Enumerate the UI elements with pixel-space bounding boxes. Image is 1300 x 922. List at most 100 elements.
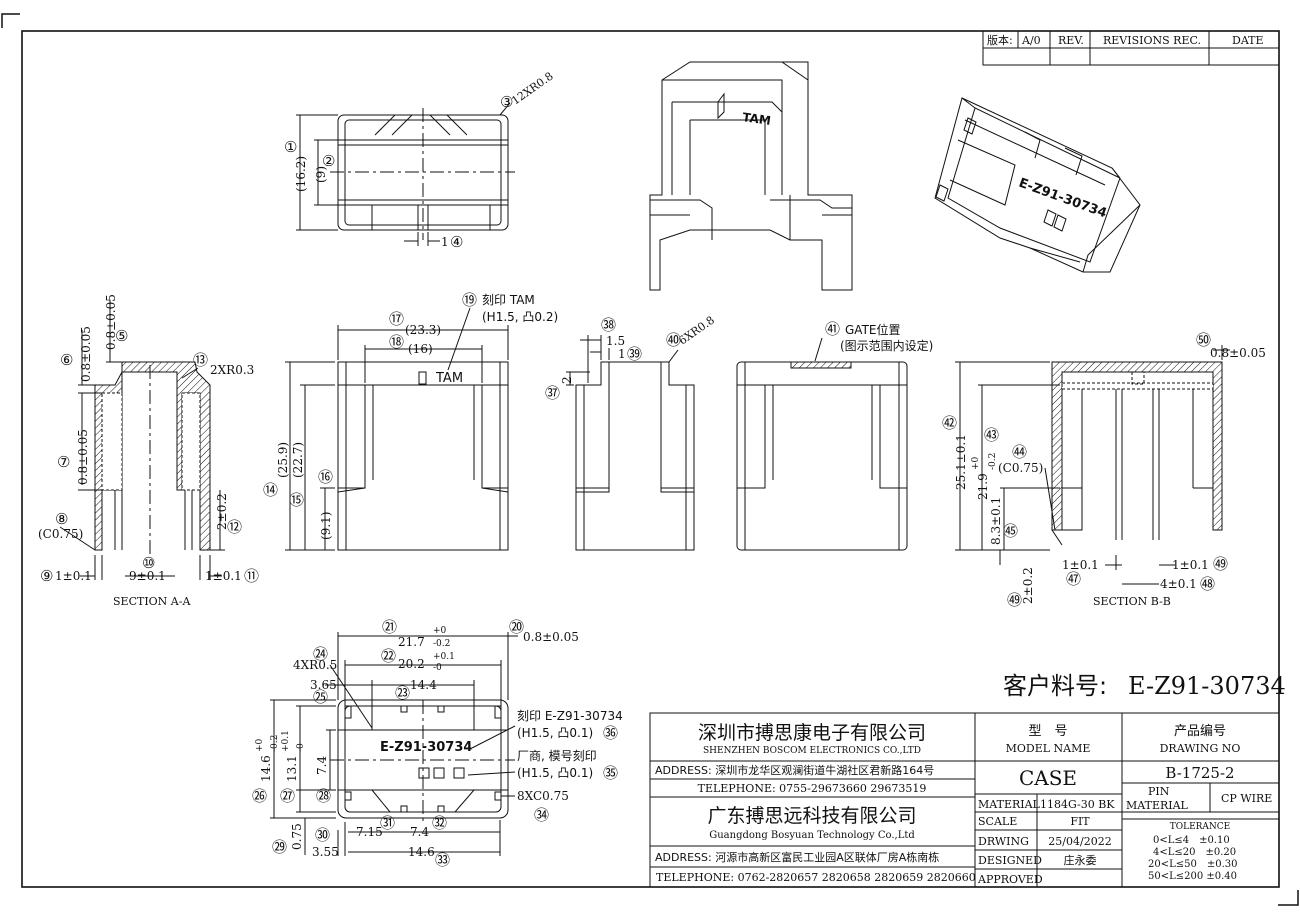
dim-43-tol-dn: -0.2 bbox=[988, 453, 998, 470]
callout-41: ㊶ bbox=[825, 320, 840, 338]
telephone-2: TELEPHONE: 0762-2820657 2820658 2820659 … bbox=[656, 871, 976, 884]
dim-42-value: 25.1±0.1 bbox=[954, 434, 968, 490]
dim-26-tol-up: +0 bbox=[255, 738, 265, 752]
dim-48-value: 4±0.1 bbox=[1160, 577, 1197, 591]
callout-11: ⑪ bbox=[244, 567, 259, 585]
dim-15-value: (22.7) bbox=[291, 442, 305, 478]
customer-part-value: E-Z91-30734 bbox=[1128, 672, 1286, 700]
gate-line1: GATE位置 bbox=[845, 322, 901, 337]
dim-27-tol-dn: -0 bbox=[296, 743, 306, 752]
dim-26-tol-dn: -0.2 bbox=[270, 735, 280, 752]
callout-1: ① bbox=[284, 138, 297, 156]
callout-42: ㊷ bbox=[942, 414, 957, 432]
dim-2-value: (9) bbox=[314, 166, 328, 183]
dim-7-value: 0.8±0.05 bbox=[76, 429, 90, 485]
title-block-grid bbox=[649, 712, 1280, 888]
callout-36: ㊱ bbox=[603, 724, 618, 742]
pin-material-label-1: PIN bbox=[1148, 785, 1170, 798]
dim-40-value: 6XR0.8 bbox=[676, 314, 717, 348]
dim-22-value: 20.2 bbox=[398, 657, 425, 671]
callout-7: ⑦ bbox=[57, 453, 70, 471]
dim-49-value: 1±0.1 bbox=[1172, 558, 1209, 572]
dim-43-tol-up: +0 bbox=[971, 456, 981, 470]
company2-cn: 广东搏思远科技有限公司 bbox=[707, 805, 916, 827]
scale-label: SCALE bbox=[978, 815, 1017, 828]
callout-34: ㉞ bbox=[534, 806, 549, 824]
dim-6-value: 0.8±0.05 bbox=[79, 326, 93, 382]
dim-22-tol-dn: -0 bbox=[433, 663, 442, 673]
company-cn: 深圳市搏思康电子有限公司 bbox=[698, 722, 926, 744]
section-a-a-title: SECTION A-A bbox=[113, 595, 191, 608]
section-b-b-title: SECTION B-B bbox=[1093, 595, 1171, 608]
callout-39: ㊴ bbox=[627, 345, 642, 363]
dim-33-value: 14.6 bbox=[408, 845, 435, 859]
dim-13-value: 2XR0.3 bbox=[210, 363, 254, 377]
callout-49: ㊾ bbox=[1213, 555, 1228, 573]
material-label: MATERIAL bbox=[978, 798, 1041, 811]
tolerance-row: 50<L≤200 ±0.40 bbox=[1148, 871, 1237, 882]
callout-25: ㉕ bbox=[313, 688, 328, 706]
callout-10: ⑩ bbox=[142, 554, 155, 572]
dim-14-value: (25.9) bbox=[276, 442, 290, 478]
callout-8: ⑧ bbox=[55, 510, 68, 528]
title-block-text: 深圳市搏思康电子有限公司 SHENZHEN BOSCOM ELECTRONICS… bbox=[655, 722, 1272, 886]
side-view bbox=[566, 335, 695, 551]
dim-26-value: 14.6 bbox=[259, 755, 273, 782]
dim-36-line2: (H1.5, 凸0.1) bbox=[517, 726, 593, 740]
dim-4-value: 1 bbox=[441, 235, 449, 249]
dim-35-line1: 厂商, 模号刻印 bbox=[517, 748, 597, 763]
bottom-view-mark: E-Z91-30734 bbox=[380, 740, 472, 755]
dim-35-line2: (H1.5, 凸0.1) bbox=[517, 766, 593, 780]
iso-view-front bbox=[649, 61, 853, 291]
callout-29: ㉙ bbox=[272, 838, 287, 856]
version-label: 版本: bbox=[987, 33, 1013, 47]
drawing-value: B-1725-2 bbox=[1165, 764, 1234, 782]
revisions-header: REVISIONS REC. bbox=[1103, 34, 1201, 47]
bottom-view bbox=[270, 632, 518, 856]
callout-6: ⑥ bbox=[60, 351, 73, 369]
callout-20: ⑳ bbox=[509, 618, 524, 636]
callout-45: ㊺ bbox=[1003, 522, 1018, 540]
dim-21-value: 21.7 bbox=[398, 635, 425, 649]
tolerance-header: TOLERANCE bbox=[1170, 822, 1231, 832]
gate-view-labels: ㊶ GATE位置 (图示范围内设定) bbox=[825, 320, 933, 353]
callout-4: ④ bbox=[450, 233, 463, 251]
callout-47: ㊼ bbox=[1066, 570, 1081, 588]
callout-30: ㉚ bbox=[315, 826, 330, 844]
dim-27-tol-up: +0.1 bbox=[281, 730, 291, 752]
dim-5-value: 0.8±0.05 bbox=[104, 294, 118, 350]
drawing-label-cn: 产品编号 bbox=[1174, 724, 1226, 739]
corner-mark bbox=[1278, 890, 1299, 906]
model-label-en: MODEL NAME bbox=[1006, 742, 1091, 755]
dim-25-value: 3.65 bbox=[310, 678, 337, 692]
callout-16: ⑯ bbox=[318, 468, 333, 486]
section-a-a-labels: 0.8±0.05 ⑤ 0.8±0.05 ⑥ 0.8±0.05 ⑦ ⑧ (C0.7… bbox=[38, 294, 259, 608]
callout-26: ㉖ bbox=[252, 787, 267, 805]
revision-block: 版本: A/0 REV. REVISIONS REC. DATE bbox=[982, 30, 1280, 66]
tolerance-row: 4<L≤20 ±0.20 bbox=[1153, 847, 1236, 858]
dim-20-value: 0.8±0.05 bbox=[523, 630, 579, 644]
section-a-a bbox=[59, 300, 225, 580]
company-en: SHENZHEN BOSCOM ELECTRONICS CO.,LTD bbox=[703, 746, 921, 756]
callout-14: ⑭ bbox=[263, 481, 278, 499]
section-b-b-labels: ㊷ 25.1±0.1 ㊸ 21.9 +0 -0.2 ㊹ (C0.75) 8.3±… bbox=[942, 331, 1266, 609]
callout-24: ㉔ bbox=[313, 645, 328, 663]
dim-23-value: 14.4 bbox=[410, 678, 437, 692]
dim-28-value: 7.4 bbox=[315, 756, 329, 775]
gate-view bbox=[736, 337, 908, 551]
dim-36-line1: 刻印 E-Z91-30734 bbox=[517, 709, 623, 723]
dim-27-value: 13.1 bbox=[285, 755, 299, 782]
callout-5: ⑤ bbox=[115, 327, 128, 345]
dim-32-value: 7.4 bbox=[410, 825, 429, 839]
dim-3-value: 12XR0.8 bbox=[509, 70, 555, 108]
callout-19: ⑲ bbox=[462, 291, 477, 309]
front-view bbox=[285, 307, 509, 551]
dim-16-value: (9.1) bbox=[319, 512, 333, 540]
address-2: ADDRESS: 河源市高新区富民工业园A区联体厂房A栋南栋 bbox=[655, 850, 939, 864]
front-view-mark: TAM bbox=[435, 371, 463, 386]
callout-9: ⑨ bbox=[40, 567, 53, 585]
dim-10-value: 9±0.1 bbox=[129, 569, 166, 583]
dim-1-value: (16.2) bbox=[294, 156, 308, 192]
dim-50-value: 0.8±0.05 bbox=[1210, 346, 1266, 360]
callout-21: ㉑ bbox=[382, 618, 397, 636]
